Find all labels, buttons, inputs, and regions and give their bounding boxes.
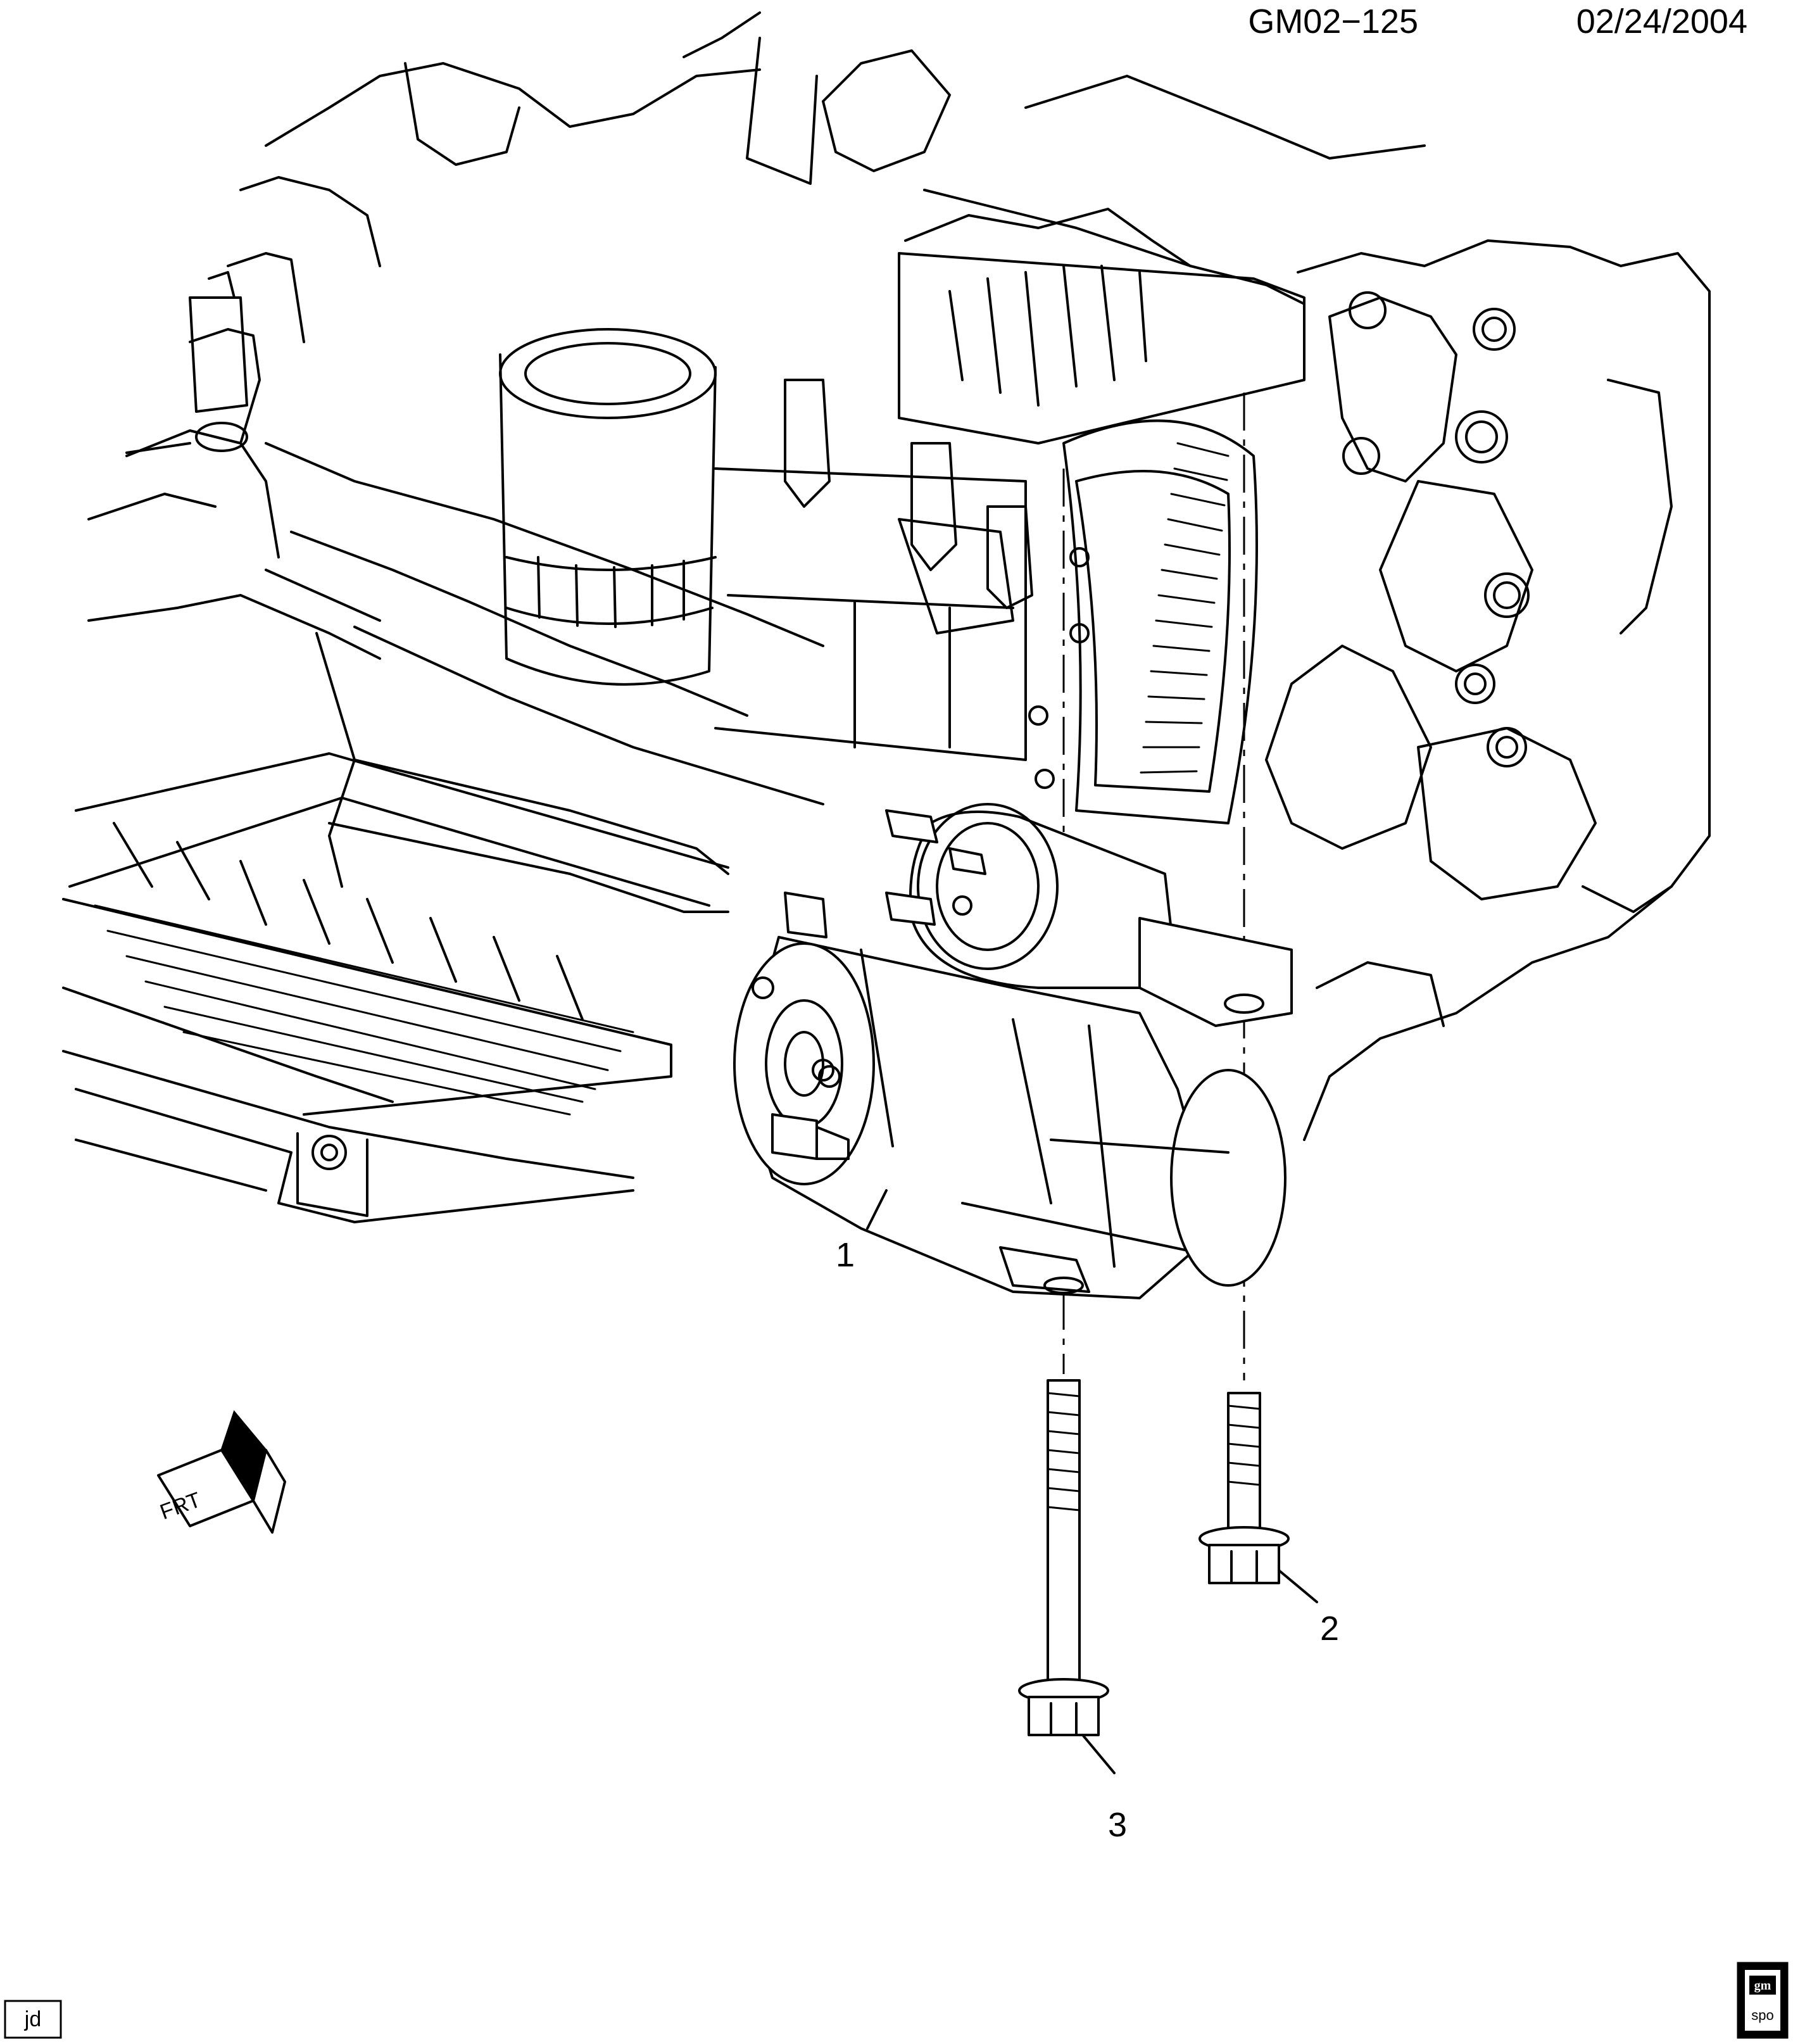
transmission-housing bbox=[1265, 239, 1711, 1141]
callout-3: 3 bbox=[1081, 1734, 1127, 1844]
callout-2: 2 bbox=[1278, 1569, 1339, 1648]
subframe-crossmember bbox=[62, 752, 729, 1223]
oil-filter bbox=[499, 328, 717, 686]
flywheel-ring-gear bbox=[1028, 419, 1258, 824]
callout-2-number: 2 bbox=[1320, 1610, 1339, 1648]
callout-1: 1 bbox=[836, 1189, 888, 1274]
author-tag-text: jd bbox=[24, 2007, 41, 2031]
front-direction-arrow: FRT bbox=[157, 1410, 286, 1534]
gm-spo-logo: gm spo bbox=[1737, 1962, 1789, 2039]
callout-1-number: 1 bbox=[836, 1236, 855, 1274]
long-bolt bbox=[1018, 1379, 1109, 1736]
drawing-date: 02/24/2004 bbox=[1576, 3, 1747, 41]
callout-3-number: 3 bbox=[1108, 1806, 1127, 1844]
logo-line-2: spo bbox=[1751, 2007, 1773, 2023]
author-tag: jd bbox=[4, 2000, 62, 2039]
short-bolt bbox=[1198, 1392, 1290, 1584]
drawing-id: GM02−125 bbox=[1248, 3, 1418, 41]
engine-block-linework bbox=[62, 11, 1711, 1223]
logo-line-1: gm bbox=[1754, 1979, 1771, 1993]
starter-motor bbox=[733, 803, 1293, 1299]
